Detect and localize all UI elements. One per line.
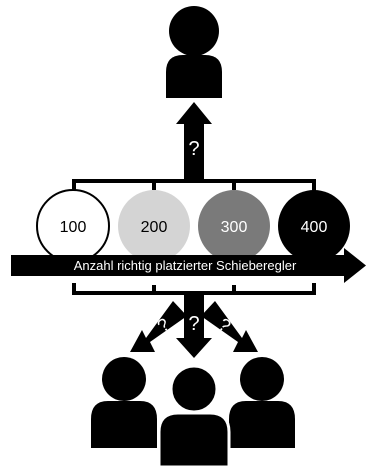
circle-100-label: 100: [60, 219, 87, 236]
circle-200-shape: [118, 190, 190, 262]
circle-400-shape: [278, 190, 350, 262]
arrow-down-left-icon: [130, 301, 187, 352]
circle-300-shape: [198, 190, 270, 262]
person-icon-top: [166, 6, 222, 98]
circle-100: 100: [36, 189, 110, 263]
person-icon-bottom-left: [91, 357, 157, 448]
bracket-top: [72, 179, 316, 196]
person-icon-bottom-center: [157, 364, 231, 467]
arrow-down-icon: [176, 295, 212, 358]
arrow-down-right-icon: [201, 301, 258, 352]
axis-arrow: [11, 248, 366, 283]
circle-300-label: 300: [221, 219, 248, 236]
question-mark-top: ?: [188, 138, 199, 160]
circle-400-label: 400: [301, 219, 328, 236]
circle-300: 300: [198, 190, 270, 262]
circle-400: 400: [278, 190, 350, 262]
person-icon-bottom-right: [229, 357, 295, 448]
axis-label: Anzahl richtig platzierter Schieberegler: [74, 258, 297, 273]
question-mark-center: ?: [188, 313, 199, 335]
circle-200-label: 200: [141, 219, 168, 236]
bracket-bottom: [72, 283, 316, 295]
circle-200: 200: [118, 190, 190, 262]
arrow-up-icon: [176, 102, 212, 180]
